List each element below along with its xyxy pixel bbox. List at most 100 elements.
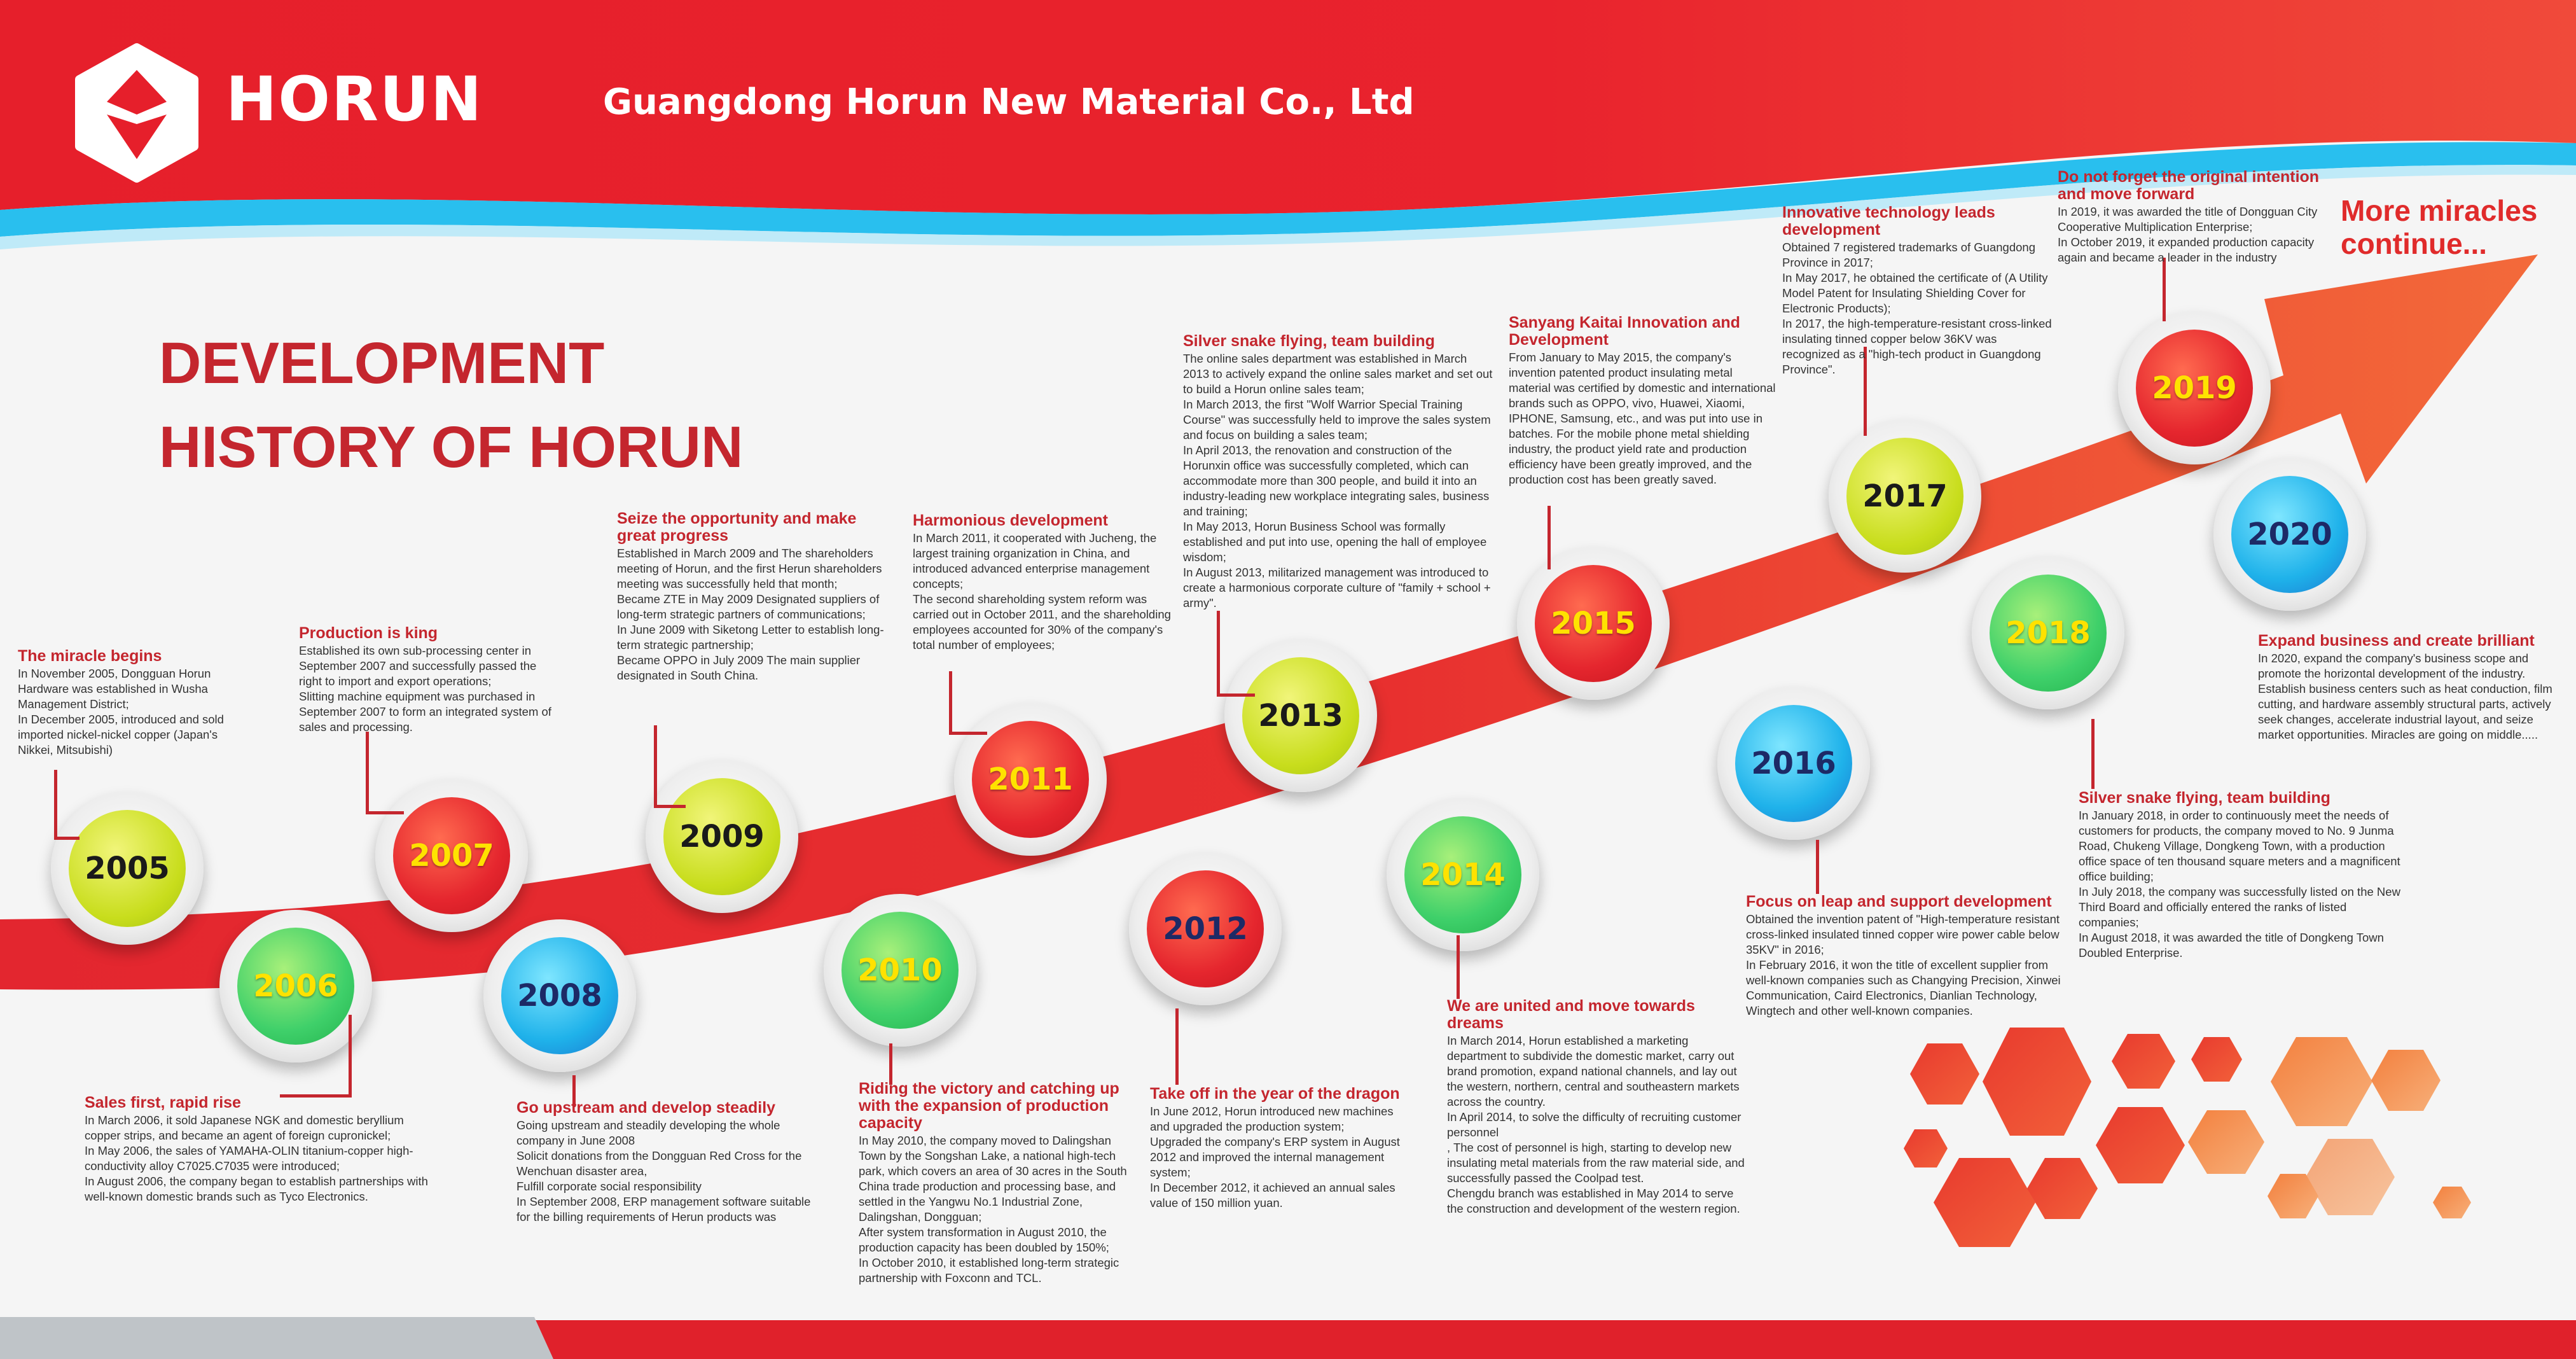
event-body: Established its own sub-processing cente… [299,644,551,734]
connector-line [1175,1008,1179,1085]
connector-line [654,725,657,808]
year-circle-fill [237,928,354,1045]
year-circle-2009: 2009 [646,760,798,913]
year-circle-fill [501,937,618,1054]
connector-line [1217,693,1255,697]
connector-line [889,1043,892,1085]
event-body: In 2019, it was awarded the title of Don… [2058,205,2318,264]
year-circle-2012: 2012 [1129,853,1282,1005]
year-circle-2010: 2010 [824,894,976,1047]
year-circle-2005: 2005 [51,792,204,945]
year-circle-fill [393,797,510,914]
event-2005: The miracle begins In November 2005, Dong… [18,648,247,758]
event-body: From January to May 2015, the company's … [1509,351,1776,486]
connector-line [1816,840,1819,894]
event-heading: Harmonious development [913,512,1108,529]
connector-line [1864,347,1867,436]
connector-line [1217,611,1220,697]
year-circle-2013: 2013 [1224,639,1377,792]
year-label: 2015 [1551,606,1636,641]
event-heading: Expand business and create brilliant [2258,632,2535,650]
event-heading: The miracle begins [18,647,162,665]
year-circle-fill [663,778,780,895]
brand-name: HORUN [226,64,483,135]
connector-line [366,732,369,814]
connector-line [349,1015,352,1098]
event-2009: Seize the opportunity and make great pro… [617,510,890,683]
year-label: 2006 [253,968,338,1004]
connector-line [280,1094,352,1098]
year-label: 2010 [857,952,943,988]
year-circle-fill [972,721,1089,838]
year-label: 2018 [2005,615,2091,651]
event-2010: Riding the victory and catching up with … [859,1080,1132,1286]
event-body: The online sales department was establis… [1183,352,1493,610]
year-circle-2020: 2020 [2213,458,2366,611]
year-label: 2008 [517,978,602,1014]
closing-text: More miracles continue... [2341,194,2538,260]
year-circle-2007: 2007 [375,779,528,932]
year-label: 2017 [1862,478,1948,514]
event-body: Going upstream and steadily developing t… [516,1119,811,1223]
title-line-1: DEVELOPMENT [159,331,605,396]
event-body: In June 2012, Horun introduced new machi… [1150,1105,1400,1209]
event-heading: Go upstream and develop steadily [516,1099,776,1117]
year-label: 2020 [2247,517,2332,552]
event-heading: We are united and move towards dreams [1447,997,1695,1032]
connector-line [949,732,987,735]
year-circle-fill [2136,330,2253,447]
event-heading: Sales first, rapid rise [85,1094,241,1112]
event-body: Obtained the invention patent of "High-t… [1746,912,2061,1017]
page-title: DEVELOPMENT HISTORY OF HORUN [159,321,743,489]
event-body: In 2020, expand the company's business s… [2258,652,2552,741]
year-circle-2017: 2017 [1829,420,1981,573]
connector-line [1457,935,1460,999]
title-line-2: HISTORY OF HORUN [159,415,744,480]
event-heading: Sanyang Kaitai Innovation and Developmen… [1509,314,1740,349]
event-body: In March 2006, it sold Japanese NGK and … [85,1113,428,1203]
event-body: In January 2018, in order to continuousl… [2079,809,2400,959]
connector-line [366,811,404,814]
year-circle-2016: 2016 [1717,687,1870,840]
year-label: 2009 [679,819,765,854]
year-circle-fill [1242,657,1359,774]
connector-line [572,1075,576,1107]
year-circle-2014: 2014 [1387,798,1539,951]
year-label: 2014 [1420,857,1506,893]
event-heading: Seize the opportunity and make great pro… [617,510,857,545]
connector-line [2091,719,2095,789]
event-body: In May 2010, the company moved to Daling… [859,1134,1127,1285]
connector-line [54,770,57,840]
year-label: 2019 [2152,370,2237,406]
connector-line [54,837,80,840]
year-circle-fill [2231,476,2348,593]
year-circle-fill [1990,575,2107,692]
event-heading: Do not forget the original intention and… [2058,168,2320,203]
event-body: Obtained 7 registered trademarks of Guan… [1782,240,2052,376]
year-label: 2013 [1258,698,1343,734]
connector-line [2163,258,2166,321]
event-heading: Innovative technology leads development [1782,204,1995,239]
event-body: Established in March 2009 and The shareh… [617,547,884,682]
year-circle-fill [69,810,186,927]
event-2015: Sanyang Kaitai Innovation and Developmen… [1509,314,1776,487]
year-circle-fill [1535,565,1652,682]
year-label: 2012 [1163,911,1248,947]
year-label: 2007 [409,838,494,874]
event-body: In November 2005, Dongguan Horun Hardwar… [18,667,224,756]
year-circle-2011: 2011 [954,703,1107,856]
event-heading: Silver snake flying, team building [2079,789,2330,807]
event-2019: Do not forget the original intention and… [2058,169,2325,265]
connector-line [1548,506,1551,569]
year-circle-2008: 2008 [483,919,636,1072]
connector-line [949,671,952,732]
event-2012: Take off in the year of the dragon In Jun… [1150,1085,1411,1211]
event-body: In March 2014, Horun established a marke… [1447,1034,1745,1215]
event-heading: Take off in the year of the dragon [1150,1085,1400,1103]
